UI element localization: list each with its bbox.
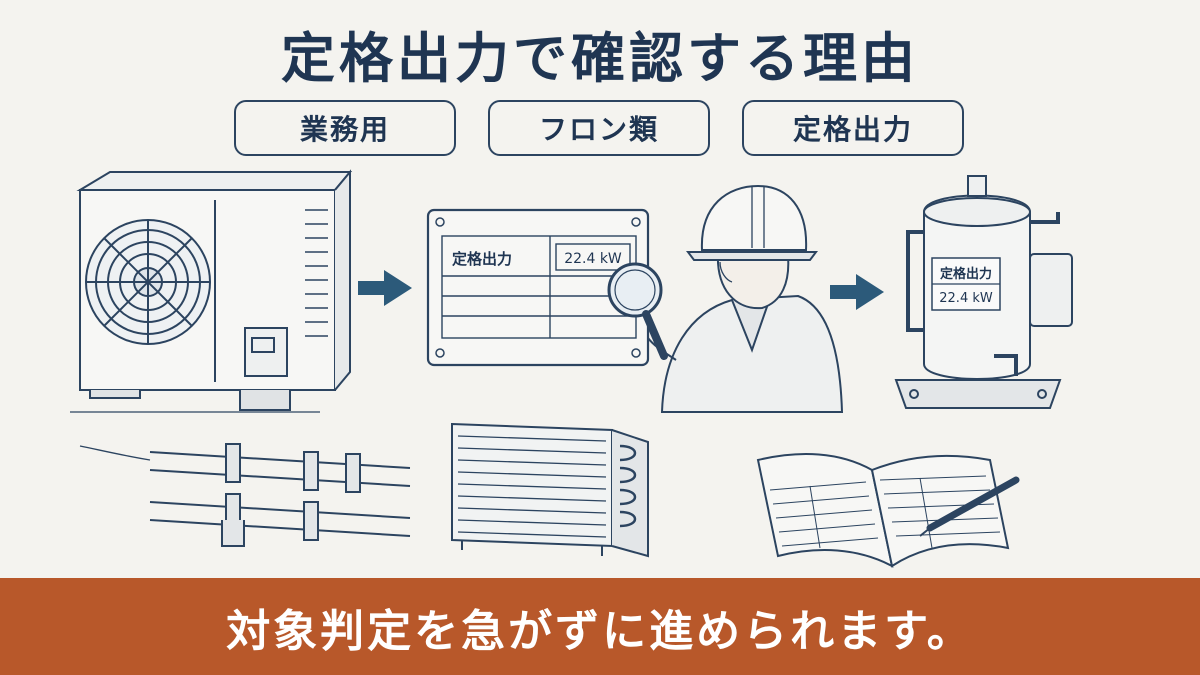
compressor-icon — [894, 175, 1073, 409]
pipes-icon — [79, 443, 411, 547]
tag-rated-output: 定格出力 — [742, 100, 964, 156]
bottom-banner: 対象判定を急がずに進められます。 — [0, 578, 1200, 675]
compressor-value: 22.4 kW — [939, 291, 993, 306]
logbook-icon — [756, 453, 1010, 568]
compressor-label: 定格出力 — [939, 266, 992, 282]
nameplate-icon: 定格出力 22.4 kW — [426, 208, 650, 367]
tag-commercial: 業務用 — [234, 100, 456, 156]
nameplate-value: 22.4 kW — [564, 251, 622, 267]
nameplate-label: 定格出力 — [452, 250, 512, 268]
arrow-right-icon — [358, 270, 412, 306]
technician-icon — [647, 184, 844, 413]
outdoor-unit-icon — [70, 169, 353, 413]
heat-exchanger-icon — [451, 422, 649, 558]
magnifier-icon — [607, 262, 668, 360]
page-title: 定格出力で確認する理由 — [281, 27, 919, 90]
tag-fluorocarbon: フロン類 — [488, 100, 710, 156]
arrow-right-icon — [830, 274, 884, 310]
pen-icon — [919, 476, 1020, 537]
illustration: 定格出力 22.4 kW 定格出力 22.4 kW — [70, 169, 1073, 568]
